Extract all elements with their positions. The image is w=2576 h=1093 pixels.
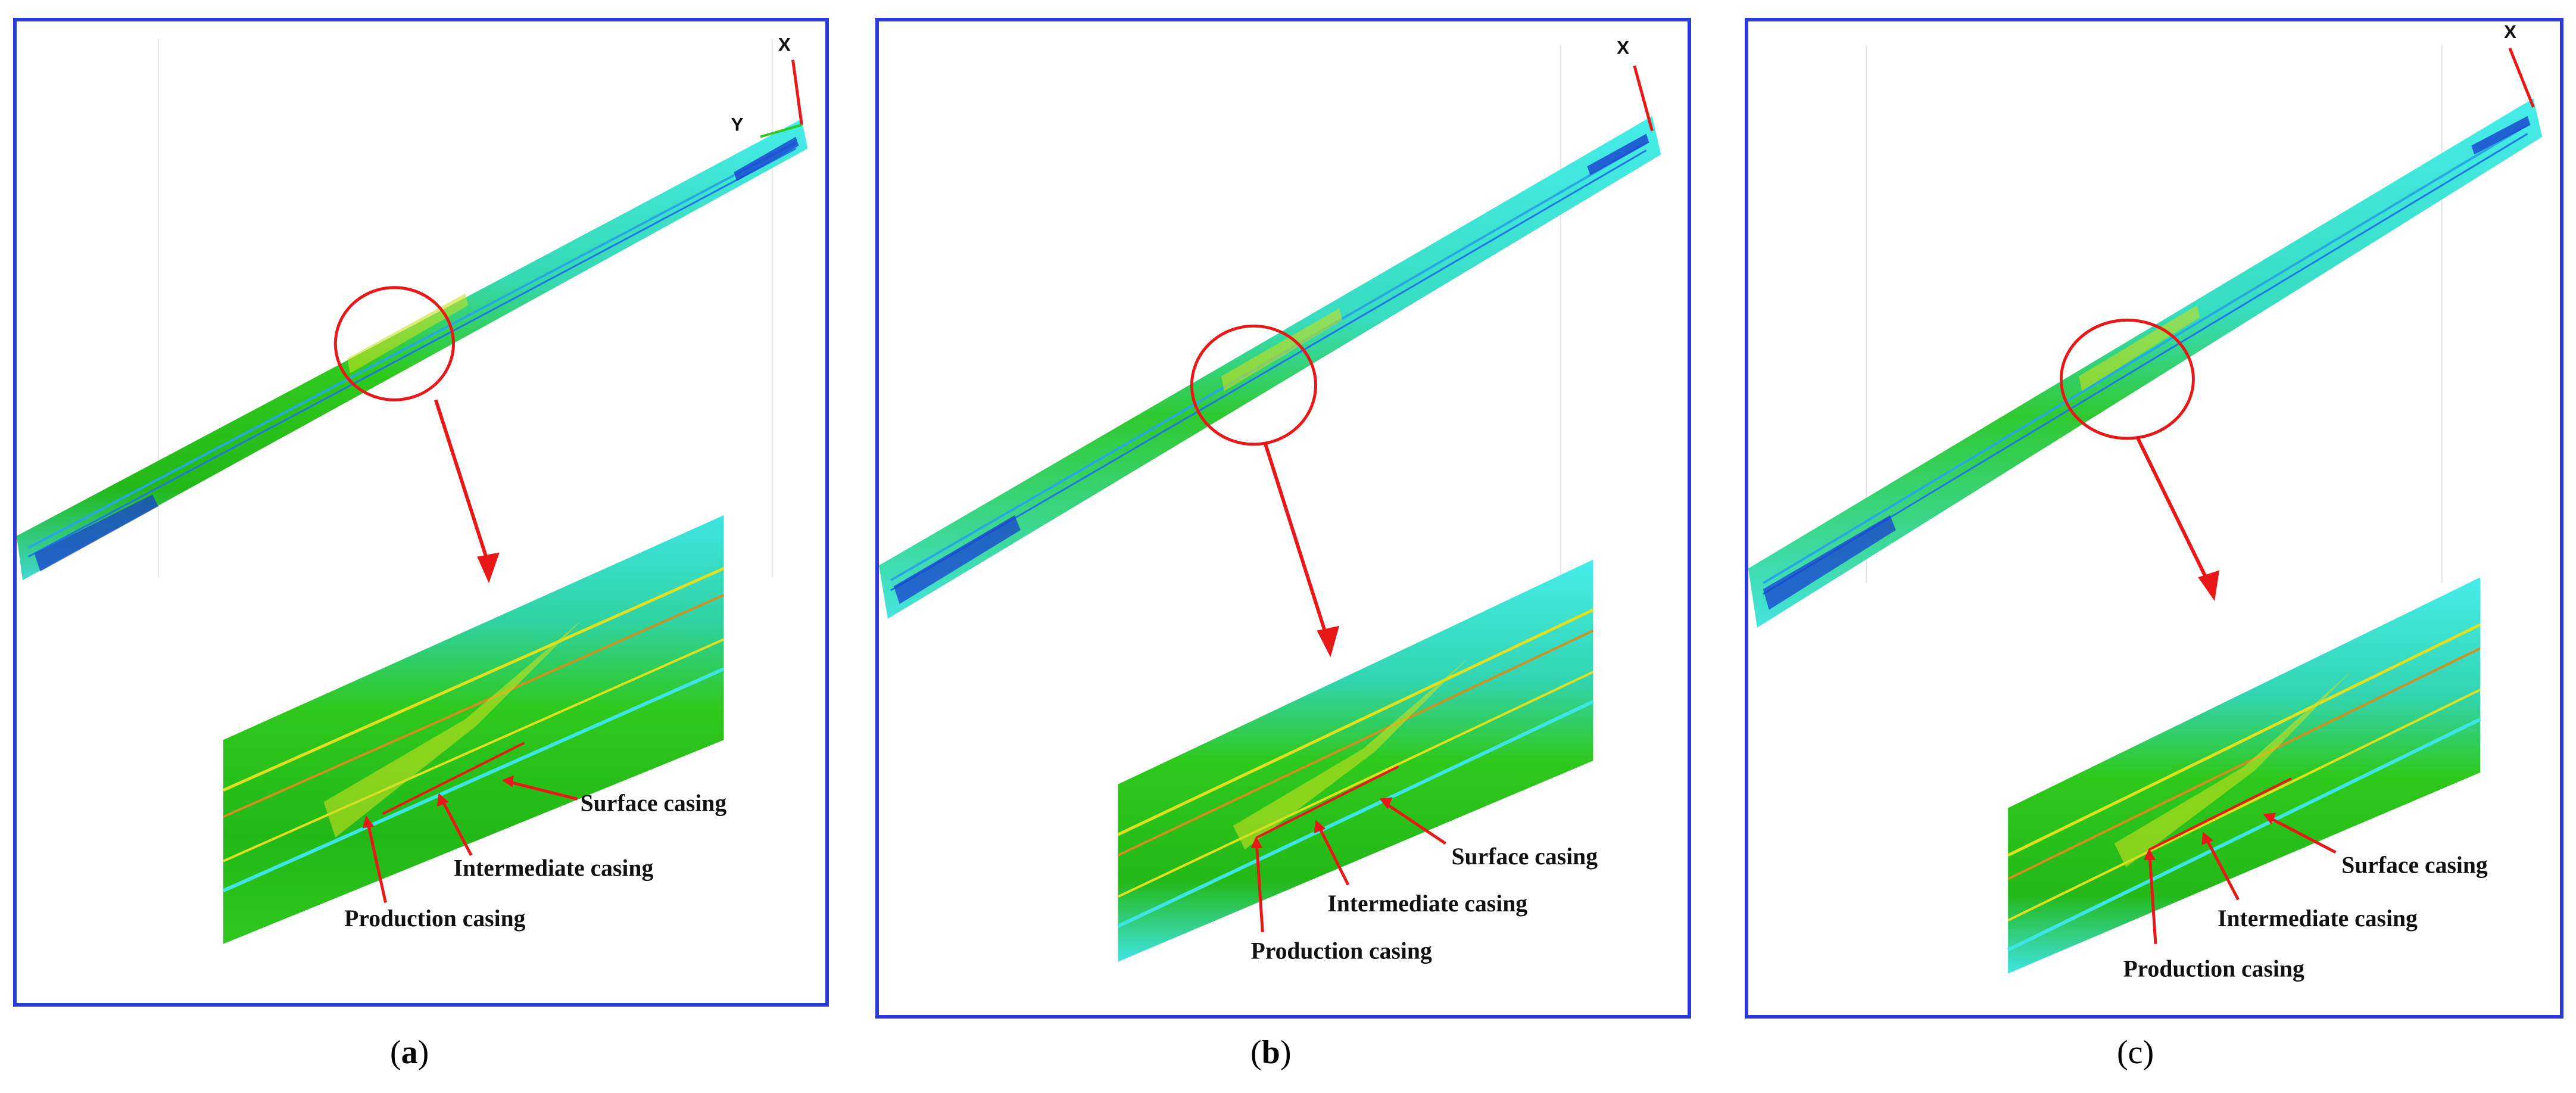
panel-c-figure: X Surface casing Intermediate casing	[1748, 21, 2543, 982]
callout-intermediate-casing: Intermediate casing	[2201, 832, 2418, 932]
panel-b-figure: X Surface casing Intermediate casing	[879, 37, 1661, 964]
stress-yellow-zone	[347, 293, 469, 373]
label-surface-casing: Surface casing	[1452, 843, 1598, 870]
caption-a-letter: a	[401, 1034, 418, 1071]
magnifier-circle	[2059, 318, 2195, 440]
stress-blue-zone	[34, 494, 158, 572]
zoom-arrow	[1264, 443, 1340, 658]
caption-c-letter: c	[2128, 1034, 2143, 1071]
zoom-arrow	[2136, 437, 2220, 601]
magnifier-circle	[333, 286, 455, 401]
callout-surface-casing: Surface casing	[2263, 812, 2488, 879]
stress-blue-zone	[893, 515, 1021, 604]
callout-surface-casing: Surface casing	[1379, 797, 1598, 870]
axis-label-x: X	[778, 34, 791, 55]
zoom-inset	[2007, 577, 2481, 974]
stress-blue-zone	[1587, 133, 1649, 176]
casing-tube	[1748, 98, 2543, 628]
label-intermediate-casing: Intermediate casing	[2218, 905, 2418, 932]
axis-triad: X Y	[731, 34, 803, 138]
callout-production-casing: Production casing	[2123, 777, 2304, 982]
panel-b: X Surface casing Intermediate casing	[875, 18, 1691, 1019]
panel-a: X Y Surface casing Intermediate	[13, 18, 829, 1007]
stress-yellow-zone	[2114, 672, 2351, 867]
stress-yellow-zone	[2079, 305, 2200, 391]
magnifier-circle	[1190, 324, 1317, 446]
stress-blue-zone	[1763, 515, 1896, 610]
axis-label-y: Y	[731, 114, 743, 135]
label-production-casing: Production casing	[2123, 955, 2304, 982]
stress-yellow-zone	[1233, 657, 1470, 849]
axis-label-x: X	[2504, 21, 2516, 42]
label-production-casing: Production casing	[1250, 938, 1432, 964]
stress-yellow-zone	[1221, 308, 1343, 391]
casing-tube	[879, 116, 1661, 619]
label-surface-casing: Surface casing	[581, 790, 727, 816]
caption-a: (a)	[390, 1034, 429, 1071]
axis-triad: X	[2504, 21, 2535, 108]
callout-intermediate-casing: Intermediate casing	[436, 793, 654, 882]
label-production-casing: Production casing	[344, 905, 525, 932]
zoom-arrow	[434, 399, 500, 584]
stress-blue-zone	[734, 136, 799, 182]
zoom-inset	[222, 515, 725, 944]
callout-intermediate-casing: Intermediate casing	[1314, 820, 1527, 917]
callout-production-casing: Production casing	[344, 742, 526, 932]
label-intermediate-casing: Intermediate casing	[454, 855, 654, 882]
caption-c: (c)	[2117, 1034, 2154, 1071]
panel-c: X Surface casing Intermediate casing	[1745, 18, 2563, 1019]
label-intermediate-casing: Intermediate casing	[1327, 890, 1527, 917]
caption-b: (b)	[1250, 1034, 1292, 1071]
axis-label-x: X	[1617, 37, 1629, 58]
casing-tube	[17, 119, 808, 581]
stress-yellow-zone	[323, 618, 584, 838]
panel-a-figure: X Y Surface casing Intermediate	[17, 34, 808, 944]
label-surface-casing: Surface casing	[2341, 852, 2488, 879]
caption-b-letter: b	[1261, 1034, 1280, 1071]
axis-triad: X	[1617, 37, 1654, 132]
zoom-inset	[1117, 559, 1594, 962]
callout-production-casing: Production casing	[1250, 765, 1432, 964]
stress-blue-zone	[2471, 116, 2531, 155]
callout-surface-casing: Surface casing	[501, 775, 727, 816]
